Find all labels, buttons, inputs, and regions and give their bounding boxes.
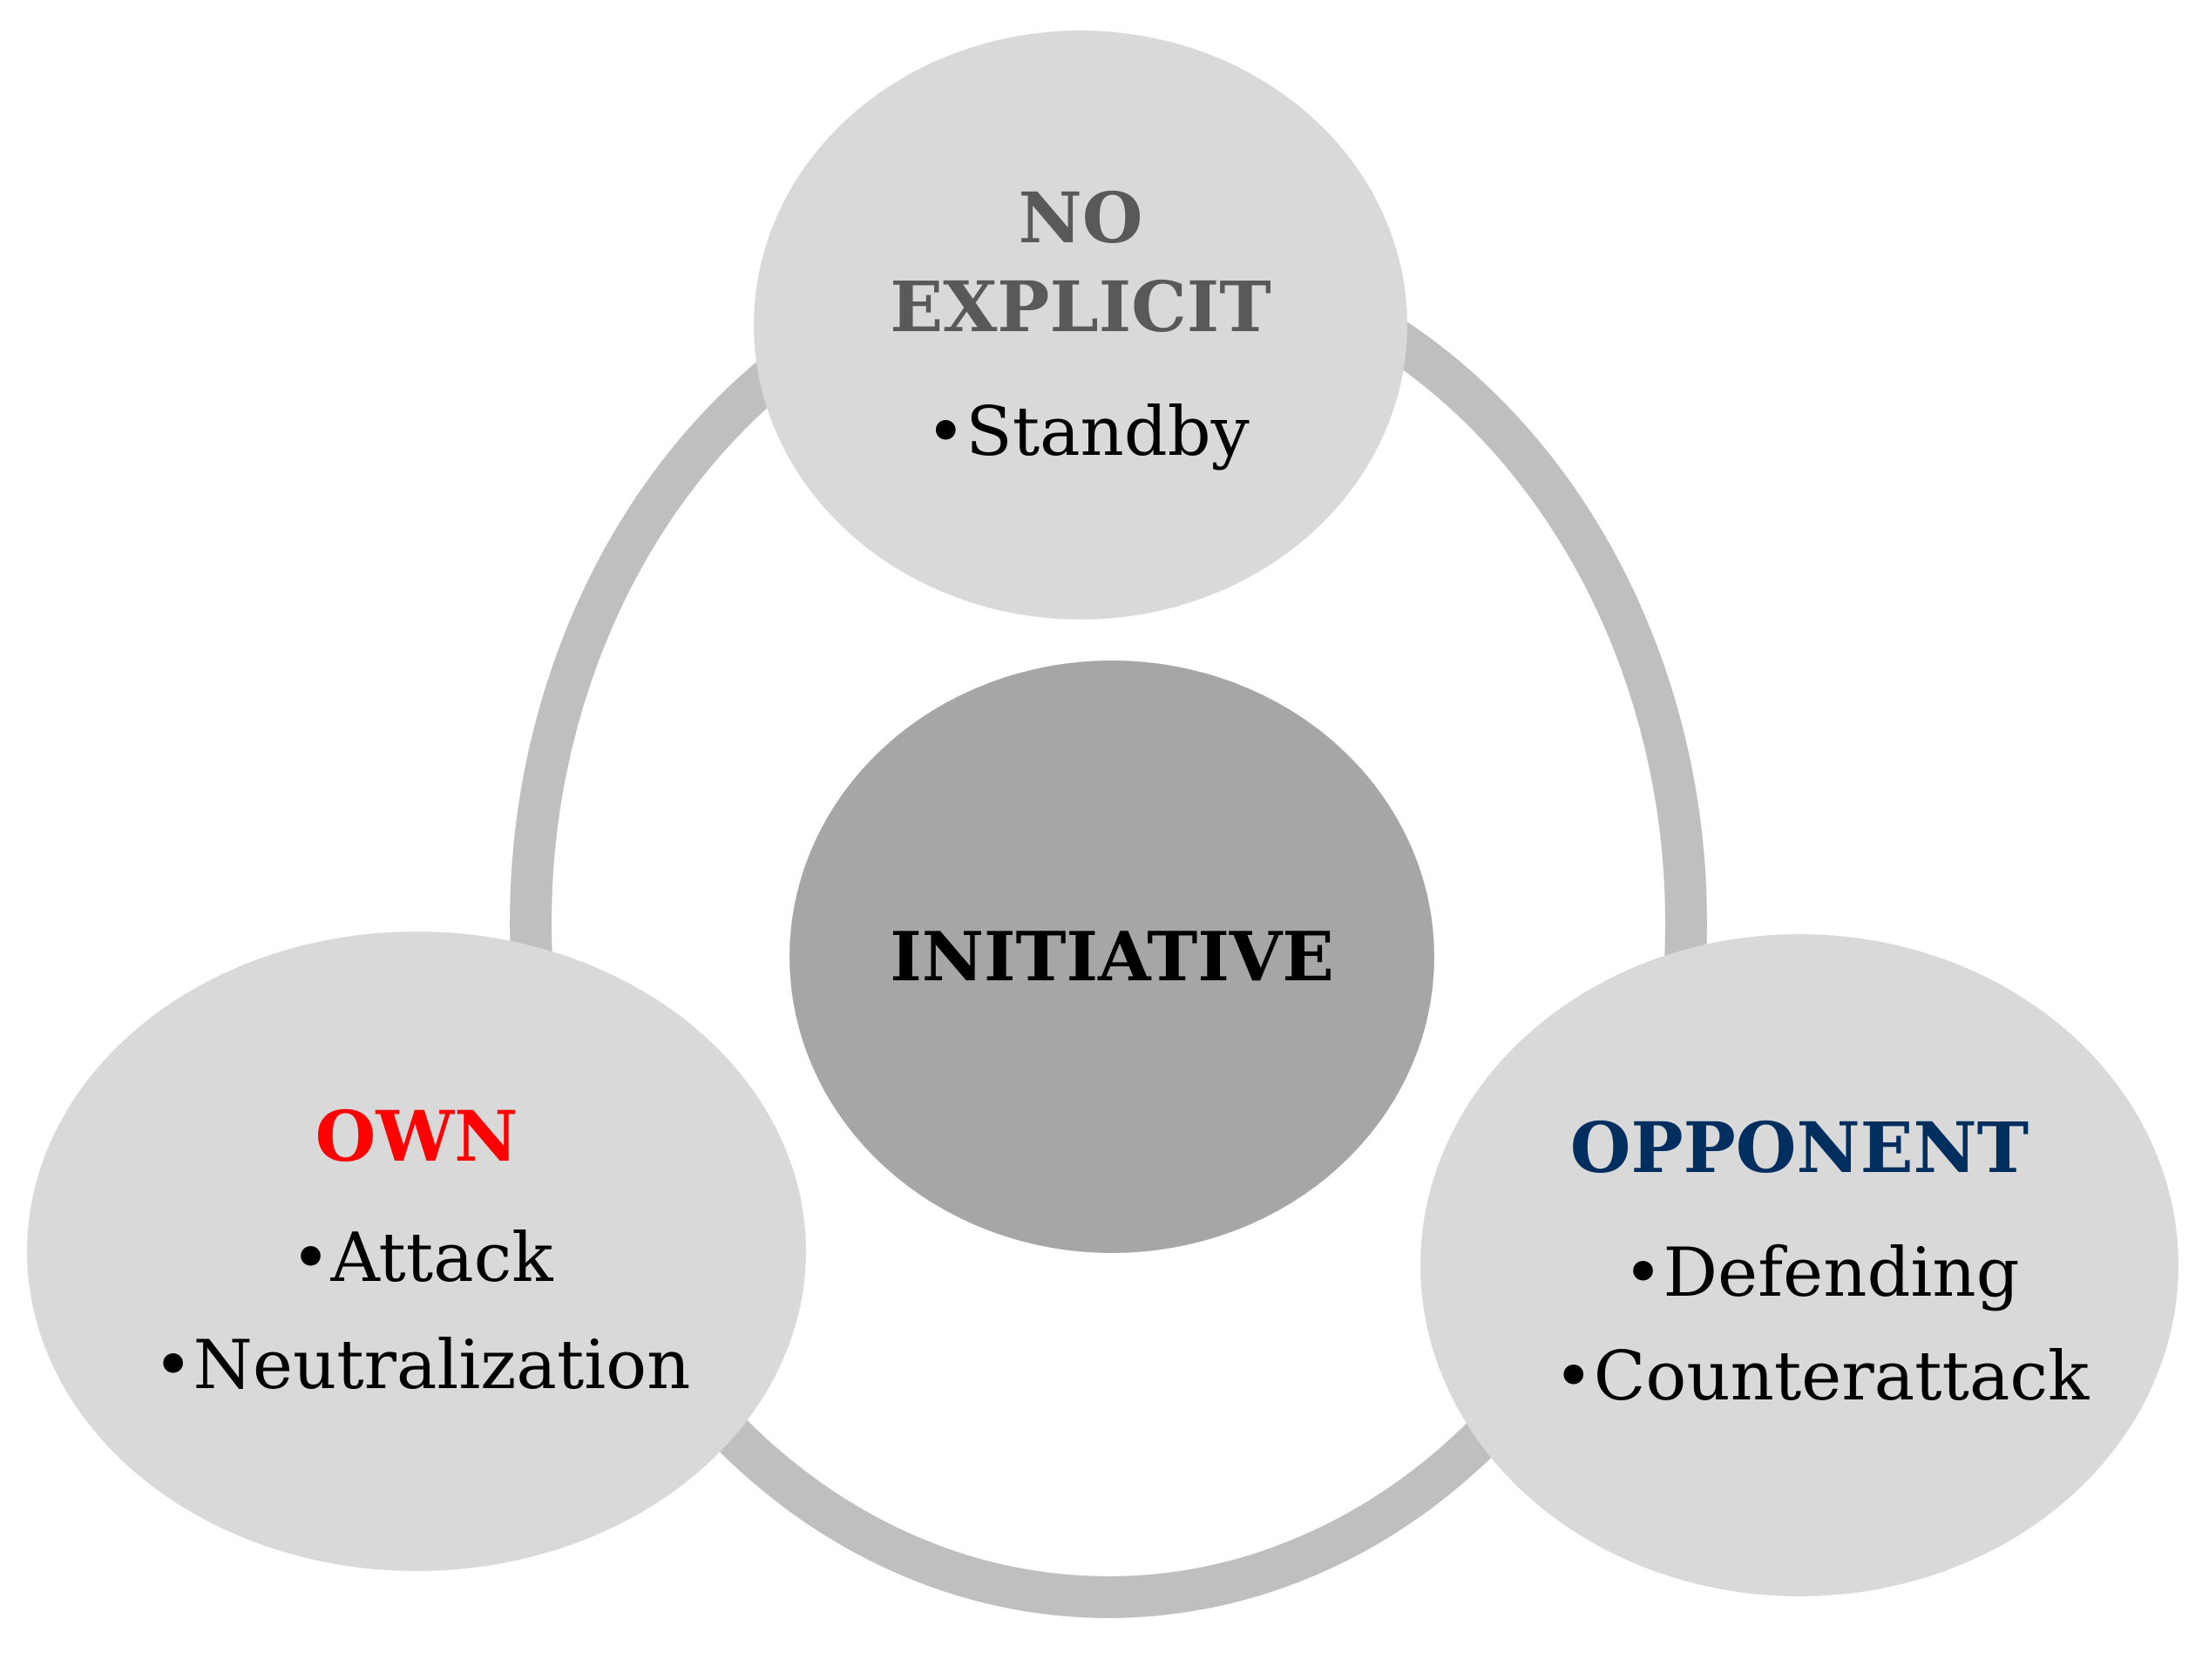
center-node-label: INITIATIVE: [890, 918, 1334, 997]
node-no-explicit: NO EXPLICIT •Standby: [754, 30, 1407, 620]
node-own-title: OWN: [315, 1095, 518, 1177]
node-no-explicit-item: •Standby: [925, 393, 1249, 471]
node-no-explicit-title-line-2: EXPLICIT: [890, 266, 1271, 348]
node-opponent-item-counterattack: •Counterattack: [1554, 1338, 2090, 1416]
center-node-ellipse: [789, 660, 1434, 1253]
node-opponent-ellipse: [1420, 934, 2179, 1596]
node-own-item-neutralization: •Neutralization: [153, 1326, 691, 1405]
node-opponent: OPPONENT •Defending •Counterattack: [1420, 934, 2179, 1596]
node-own-item-attack: •Attack: [290, 1219, 553, 1297]
node-opponent-item-defending: •Defending: [1623, 1234, 2019, 1312]
node-own-ellipse: [27, 931, 806, 1571]
node-no-explicit-ellipse: [754, 30, 1407, 620]
center-node: INITIATIVE: [789, 660, 1434, 1253]
node-own: OWN •Attack •Neutralization: [27, 931, 806, 1571]
node-no-explicit-title-line-1: NO: [1019, 177, 1143, 259]
node-opponent-title: OPPONENT: [1570, 1107, 2029, 1189]
